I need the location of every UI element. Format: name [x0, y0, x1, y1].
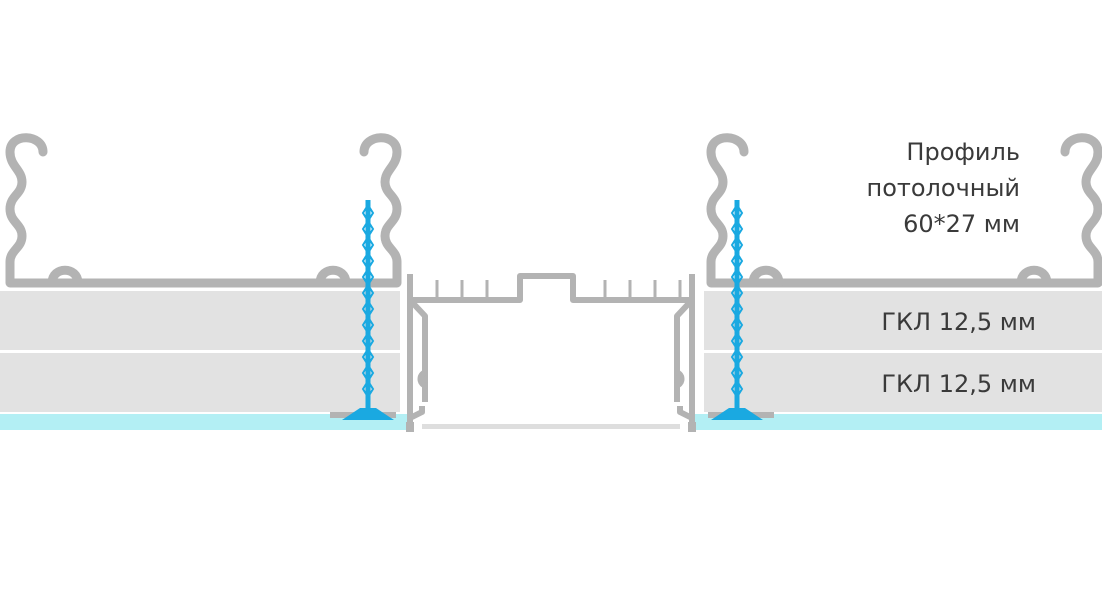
profile-label-line3: 60*27 мм — [903, 210, 1020, 238]
gkl-board-right-lower — [704, 353, 1102, 412]
drywall-layers — [0, 291, 1102, 412]
gkl-layer-2-label: ГКЛ 12,5 мм — [881, 370, 1036, 398]
led-diffuser — [422, 424, 680, 429]
gkl-layer-1-label: ГКЛ 12,5 мм — [881, 308, 1036, 336]
profile-label: Профиль потолочный 60*27 мм — [867, 134, 1020, 242]
finish-layer — [0, 414, 1102, 430]
ceiling-profile-icon — [706, 133, 1102, 288]
gkl-board-left-lower — [0, 353, 400, 412]
drywall-screw-icon — [342, 200, 394, 420]
drywall-screw-icon — [711, 200, 763, 420]
led-aluminum-profile-icon — [406, 273, 696, 432]
ceiling-profile-icon — [5, 133, 402, 288]
gkl-board-right-upper — [704, 291, 1102, 350]
gkl-board-left-upper — [0, 291, 400, 350]
profile-label-line2: потолочный — [866, 174, 1020, 202]
profile-label-line1: Профиль — [906, 138, 1020, 166]
